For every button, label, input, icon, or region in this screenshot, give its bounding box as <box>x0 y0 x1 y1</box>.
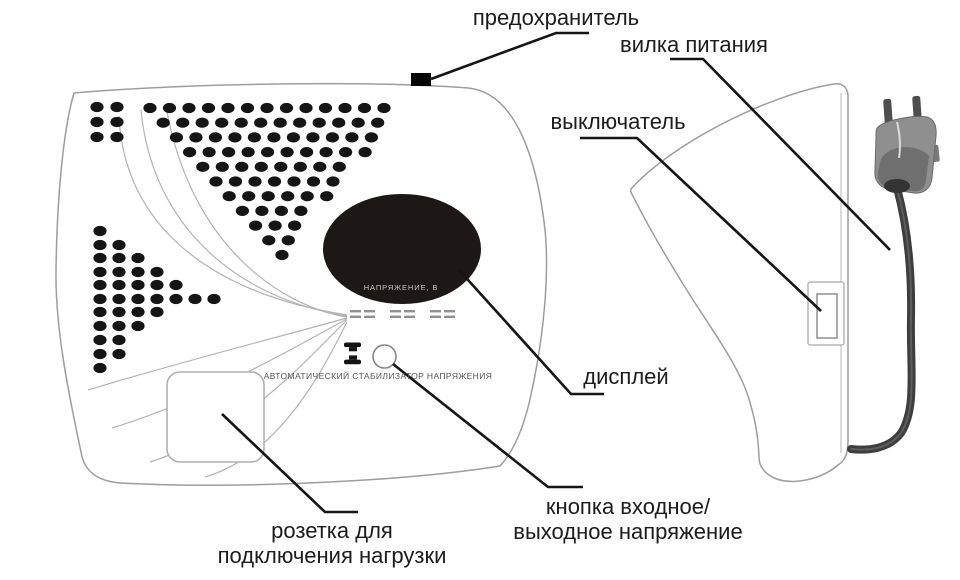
label-fuse: предохранитель <box>472 5 640 30</box>
front-view <box>55 73 548 486</box>
leader-socket <box>221 413 358 514</box>
label-mode-button-line2: выходное напряжение <box>513 519 743 544</box>
leader-fuse <box>430 31 589 81</box>
front-panel-caption: АВТОМАТИЧЕСКИЙ СТАБИЛИЗАТОР НАПРЯЖЕНИЯ <box>263 371 493 381</box>
ventilation-dots <box>90 101 391 374</box>
leader-switch <box>580 136 822 312</box>
power-cord-assembly <box>847 95 940 454</box>
leader-plug <box>670 57 891 251</box>
display-units-caption: НАПРЯЖЕНИЕ, В <box>363 283 439 292</box>
cable-collar <box>884 179 910 193</box>
label-power-plug: вилка питания <box>620 32 768 57</box>
leader-lines <box>221 31 891 514</box>
label-mode-button: кнопка входное/ выходное напряжение <box>513 494 742 544</box>
side-view <box>630 83 849 483</box>
power-cable <box>847 184 916 454</box>
power-switch <box>807 281 845 346</box>
label-mode-button-line1: кнопка входное/ <box>545 494 711 519</box>
plug-pin-left <box>883 98 893 126</box>
label-switch: выключатель <box>550 109 686 134</box>
leader-display <box>458 269 604 396</box>
label-display: дисплей <box>583 364 669 389</box>
voltage-mode-icon <box>344 342 361 365</box>
fuse-block <box>411 73 431 86</box>
label-load-socket-line2: подключения нагрузки <box>217 543 447 568</box>
vent-dashes <box>350 310 455 318</box>
mode-button <box>372 344 397 369</box>
plug-pin-right <box>912 95 922 123</box>
swoosh-lines <box>87 105 348 478</box>
display-oval <box>323 194 481 304</box>
label-load-socket-line1: розетка для <box>271 518 393 543</box>
power-cable-highlight <box>850 187 913 451</box>
load-socket <box>166 371 265 463</box>
label-load-socket: розетка для подключения нагрузки <box>218 518 447 568</box>
power-plug <box>874 95 940 194</box>
plug-seam <box>896 121 902 159</box>
leader-button <box>392 362 583 489</box>
